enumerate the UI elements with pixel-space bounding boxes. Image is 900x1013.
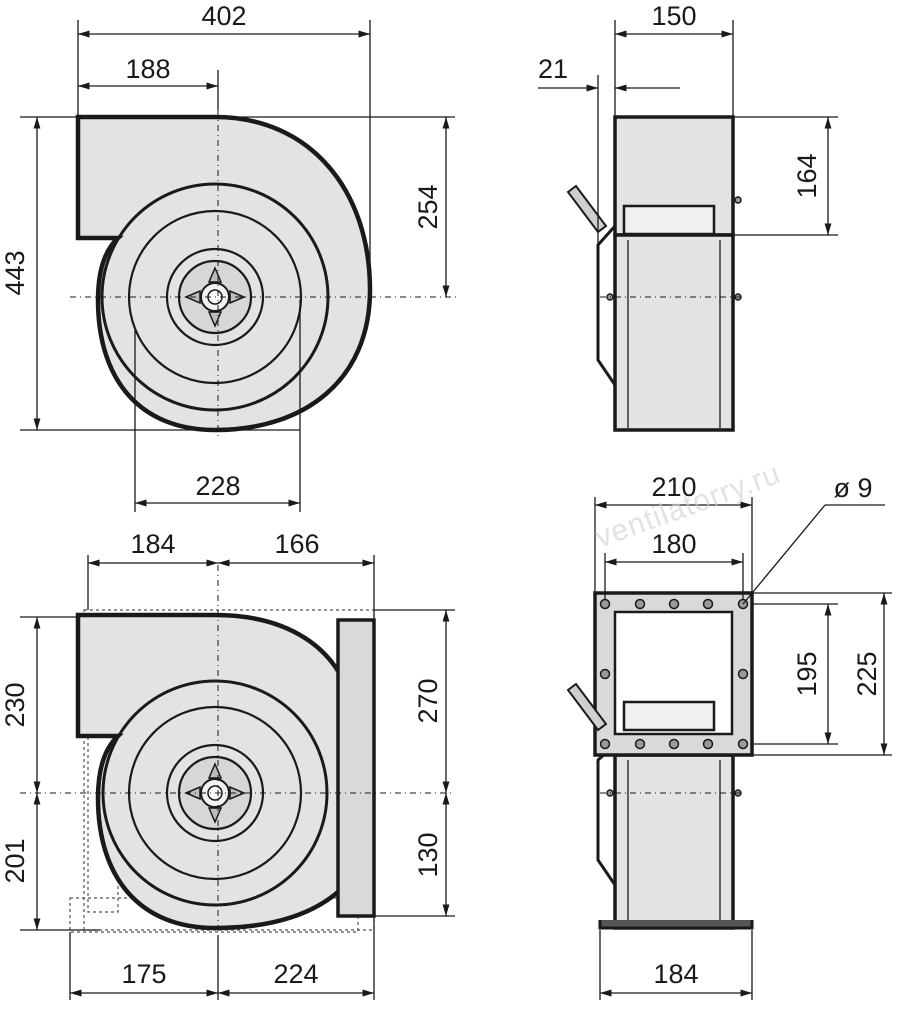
dim-188: 188 bbox=[125, 54, 170, 84]
dim-hole-diameter: ø 9 bbox=[833, 473, 872, 503]
dim-130: 130 bbox=[413, 832, 443, 877]
dim-164: 164 bbox=[792, 153, 822, 198]
dim-228: 228 bbox=[195, 471, 240, 501]
dim-195: 195 bbox=[792, 651, 822, 696]
dim-443: 443 bbox=[0, 250, 30, 295]
bottom-right-flange-view: 210 180 ø 9 195 225 184 bbox=[566, 472, 892, 1000]
dim-184-right: 184 bbox=[653, 959, 698, 989]
dim-230: 230 bbox=[0, 682, 30, 727]
dim-201: 201 bbox=[0, 838, 30, 883]
top-right-side-view: 150 21 164 bbox=[538, 1, 838, 432]
dim-175: 175 bbox=[121, 959, 166, 989]
flange-holes bbox=[599, 598, 749, 750]
dim-254: 254 bbox=[413, 184, 443, 229]
dim-210: 210 bbox=[651, 472, 696, 502]
dim-180: 180 bbox=[651, 529, 696, 559]
outlet-flange bbox=[336, 618, 376, 918]
dim-21: 21 bbox=[538, 54, 568, 84]
dim-184-left: 184 bbox=[130, 529, 175, 559]
bottom-left-front-view: 184 166 230 201 270 130 175 224 bbox=[0, 529, 455, 1000]
dim-270: 270 bbox=[413, 678, 443, 723]
dim-224: 224 bbox=[273, 959, 318, 989]
dim-402: 402 bbox=[201, 1, 246, 31]
dim-166: 166 bbox=[274, 529, 319, 559]
dim-225: 225 bbox=[852, 651, 882, 696]
top-left-front-view: 402 188 443 254 228 bbox=[0, 1, 460, 512]
dim-150: 150 bbox=[651, 1, 696, 31]
